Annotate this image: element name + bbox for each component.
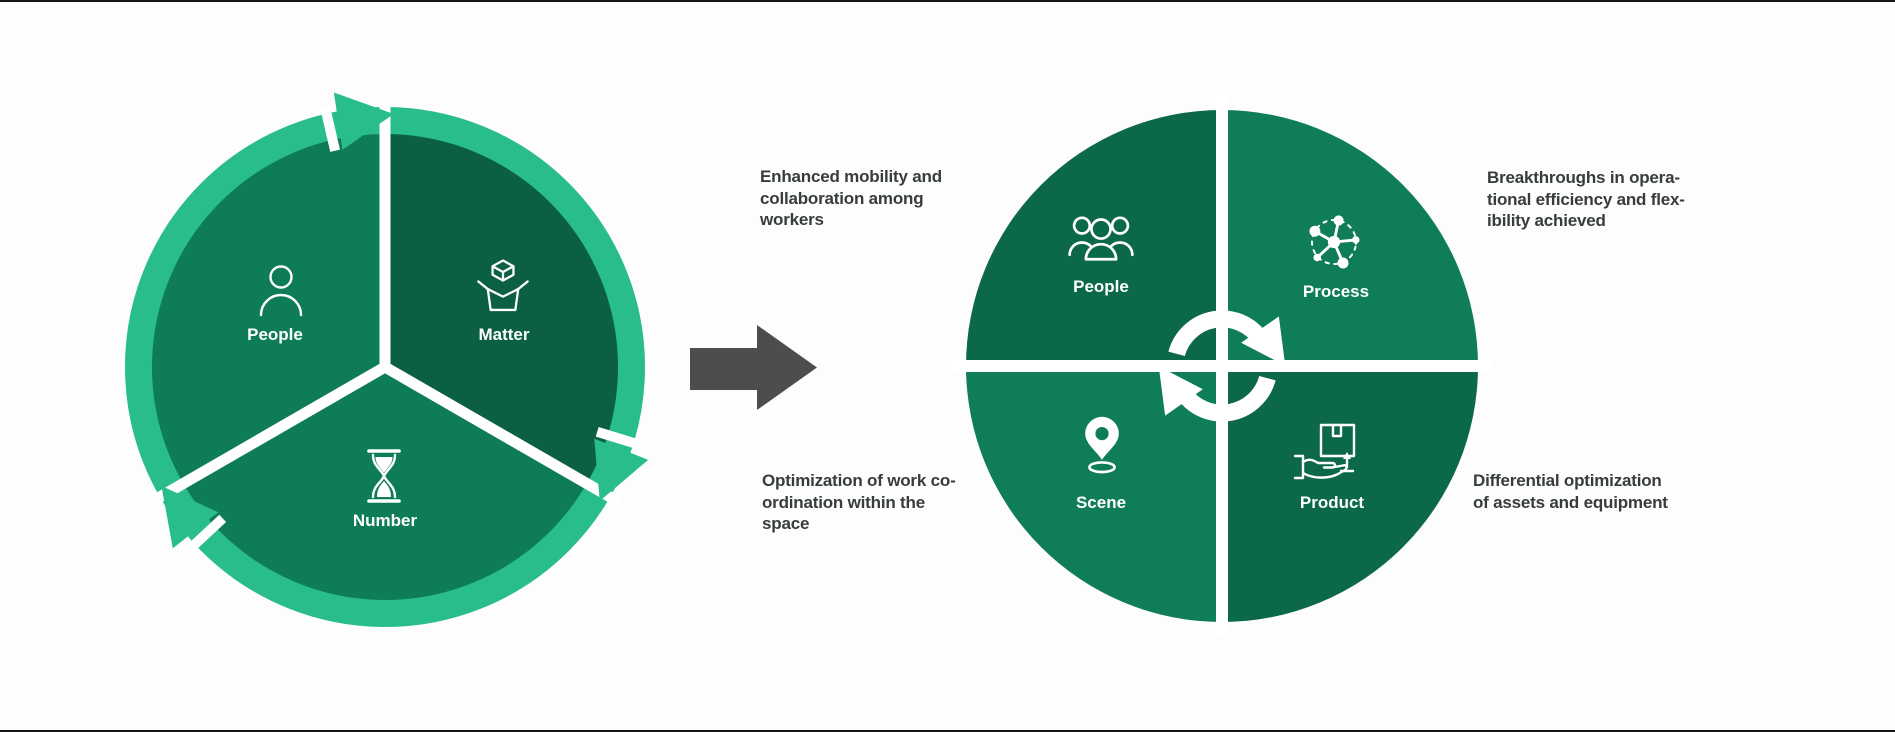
hourglass-icon: [367, 449, 401, 503]
quadrant-cross-dividers: [952, 96, 1492, 636]
annotation-top-right: Breakthroughs in opera- tional efficienc…: [1487, 167, 1685, 232]
block-arrow-right-icon: [690, 325, 817, 410]
clockwise-cycle-arrows-icon: [161, 92, 649, 549]
annotation-line: of assets and equipment: [1473, 492, 1668, 512]
sync-arrowhead-top: [1241, 316, 1286, 366]
segment-label-number: Number: [353, 511, 418, 530]
quadrant-product: [1222, 366, 1478, 622]
hand-holding-box-icon: [1293, 423, 1356, 480]
quadrant-scene: [966, 366, 1222, 622]
annotation-line: space: [762, 514, 810, 533]
bottom-edge-bar: [0, 730, 1895, 732]
network-molecule-icon: [1309, 215, 1360, 269]
annotation-line: ibility achieved: [1487, 211, 1606, 230]
quadrant-process: [1222, 110, 1478, 366]
annotation-bottom-left: Optimization of work co- ordination with…: [762, 470, 956, 535]
annotation-line: collaboration among: [760, 188, 924, 208]
sector-dividers: [150, 97, 620, 505]
annotation-line: tional efficiency and flex-: [1487, 189, 1685, 209]
sync-arrowhead-bottom: [1158, 366, 1203, 416]
ring-arrowhead-top: [333, 92, 394, 150]
annotation-line: Breakthroughs in opera-: [1487, 168, 1680, 187]
people-group-icon: [1068, 216, 1134, 261]
quadrant-label-process: Process: [1303, 282, 1369, 301]
ring-arrowhead-bottom-left: [161, 485, 219, 549]
ring-arrow-notches: [187, 106, 641, 553]
person-icon: [259, 265, 303, 317]
open-box-cube-icon: [477, 259, 529, 312]
annotation-line: Enhanced mobility and: [760, 167, 942, 186]
segment-label-people: People: [247, 325, 303, 344]
quadrant-people: [966, 110, 1222, 366]
top-edge-bar: [0, 0, 1895, 2]
right-cycle-diagram: People Process Scene Product: [952, 96, 1492, 636]
annotation-line: ordination within the: [762, 492, 925, 512]
segment-label-matter: Matter: [478, 325, 529, 344]
left-cycle-diagram: People Matter Number: [125, 92, 649, 627]
quadrant-label-people: People: [1073, 277, 1129, 296]
quadrant-label-product: Product: [1300, 493, 1365, 512]
annotation-top-left: Enhanced mobility and collaboration amon…: [760, 166, 942, 231]
location-pin-icon: [1085, 416, 1119, 474]
quadrant-label-scene: Scene: [1076, 493, 1126, 512]
annotation-line: Optimization of work co-: [762, 471, 956, 490]
sync-arrows-icon: [1158, 310, 1286, 422]
annotation-line: workers: [760, 210, 824, 229]
annotation-bottom-right: Differential optimization of assets and …: [1473, 470, 1668, 513]
ring-arrowhead-bottom-right: [594, 438, 649, 501]
annotation-line: Differential optimization: [1473, 471, 1662, 490]
